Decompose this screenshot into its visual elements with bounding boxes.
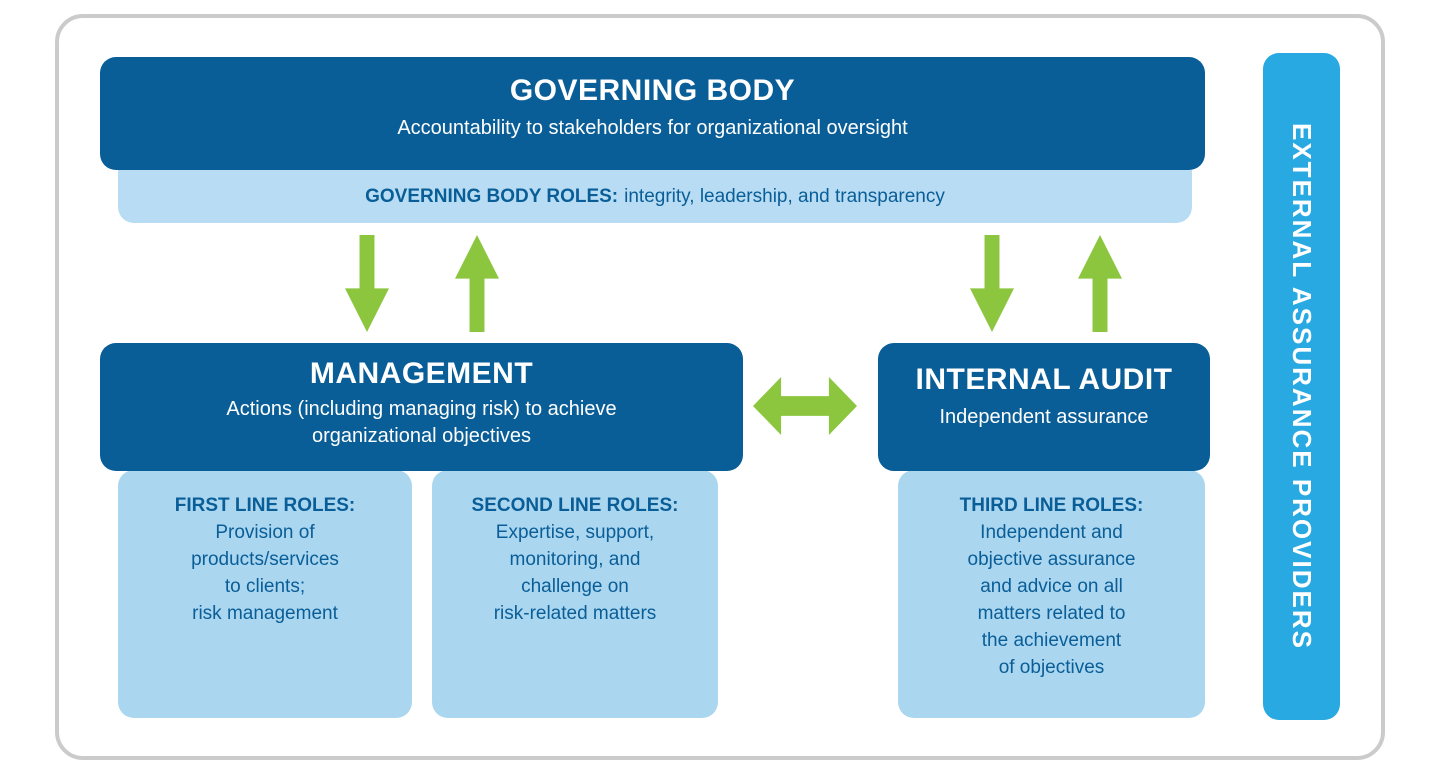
- third-line-roles-heading: THIRD LINE ROLES:: [959, 495, 1144, 516]
- governing-body-box: GOVERNING BODY Accountability to stakeho…: [100, 57, 1205, 170]
- governing-body-title: GOVERNING BODY: [509, 74, 796, 107]
- governing-body-subtitle: Accountability to stakeholders for organ…: [397, 117, 908, 139]
- management-box: MANAGEMENT Actions (including managing r…: [100, 343, 743, 471]
- internal-audit-subtitle: Independent assurance: [939, 406, 1149, 428]
- first-line-roles-text: products/services: [191, 549, 339, 570]
- governing-body-roles-heading: GOVERNING BODY ROLES:: [365, 185, 619, 207]
- third-line-roles-text: objective assurance: [967, 549, 1136, 570]
- governing-body-roles-bar: GOVERNING BODY ROLES: integrity, leaders…: [118, 170, 1192, 223]
- first-line-roles-text: to clients;: [224, 576, 306, 597]
- third-line-roles-text: and advice on all: [980, 576, 1123, 597]
- external-assurance-providers-bar: EXTERNAL ASSURANCE PROVIDERS: [1263, 53, 1340, 720]
- external-assurance-providers-label: EXTERNAL ASSURANCE PROVIDERS: [1287, 123, 1317, 650]
- management-subtitle: Actions (including managing risk) to ach…: [226, 398, 617, 420]
- third-line-roles-text: of objectives: [998, 657, 1105, 678]
- first-line-roles-box: FIRST LINE ROLES: Provision of products/…: [118, 470, 412, 718]
- internal-audit-title: INTERNAL AUDIT: [915, 363, 1173, 396]
- first-line-roles-text: risk management: [192, 603, 338, 624]
- second-line-roles-heading: SECOND LINE ROLES:: [471, 495, 679, 516]
- second-line-roles-text: challenge on: [521, 576, 629, 597]
- internal-audit-box: INTERNAL AUDIT Independent assurance: [878, 343, 1210, 471]
- management-subtitle: organizational objectives: [311, 425, 532, 447]
- first-line-roles-text: Provision of: [215, 522, 315, 543]
- third-line-roles-text: Independent and: [980, 522, 1123, 543]
- second-line-roles-text: risk-related matters: [493, 603, 657, 624]
- management-title: MANAGEMENT: [309, 357, 534, 390]
- second-line-roles-text: monitoring, and: [509, 549, 641, 570]
- second-line-roles-box: SECOND LINE ROLES: Expertise, support, m…: [432, 470, 718, 718]
- third-line-roles-text: matters related to: [977, 603, 1126, 624]
- third-line-roles-text: the achievement: [981, 630, 1122, 651]
- second-line-roles-text: Expertise, support,: [495, 522, 655, 543]
- first-line-roles-heading: FIRST LINE ROLES:: [174, 495, 356, 516]
- third-line-roles-box: THIRD LINE ROLES: Independent and object…: [898, 470, 1205, 718]
- governing-body-roles-text: integrity, leadership, and transparency: [624, 185, 945, 207]
